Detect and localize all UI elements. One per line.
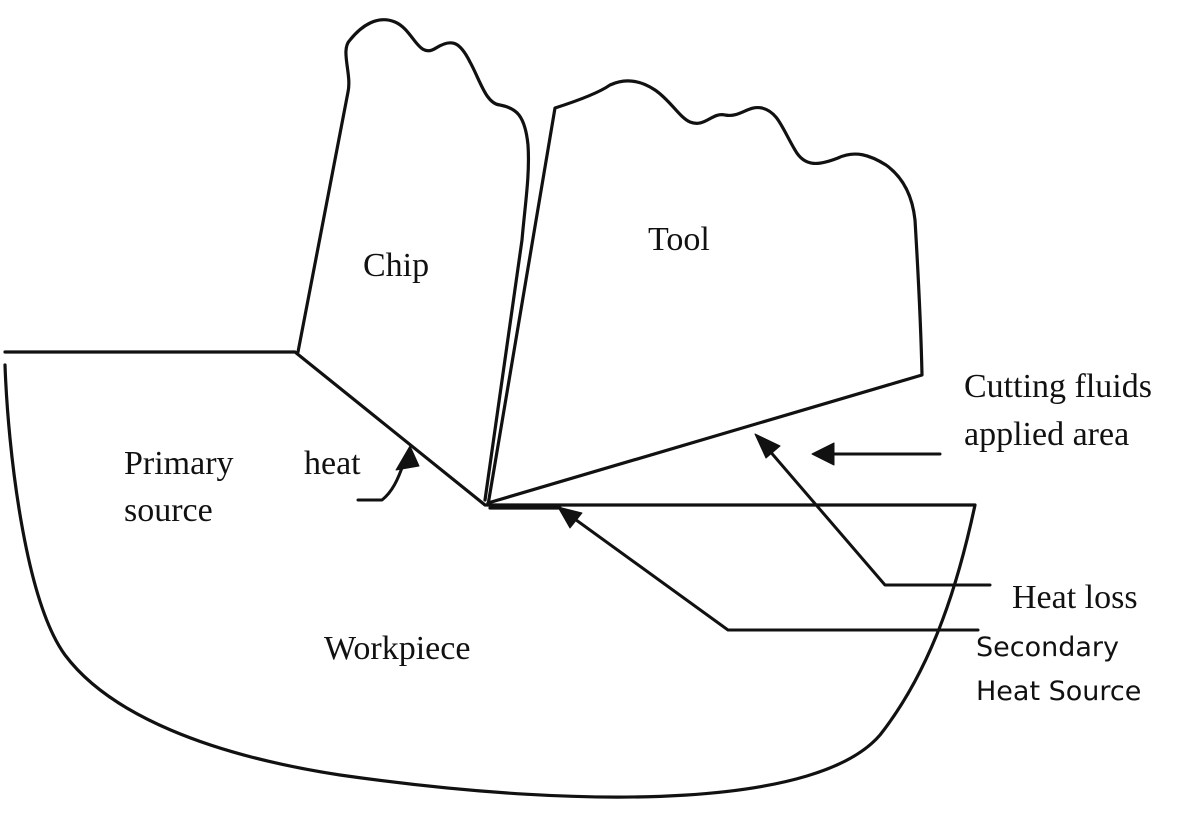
workpiece-outline	[3, 350, 977, 799]
heat-loss-arrow-line	[766, 447, 992, 587]
secondary-heat-source-label-line2: Heat Source	[976, 676, 1141, 707]
chip-outline	[296, 18, 531, 502]
heat-label: heat	[304, 445, 361, 482]
tool-label: Tool	[648, 221, 710, 258]
secondary-heat-arrow-head	[557, 506, 583, 529]
tool-outline	[486, 79, 924, 507]
workpiece-label: Workpiece	[324, 630, 470, 667]
cutting-fluids-label-line2: applied area	[964, 416, 1129, 453]
heat-loss-label: Heat loss	[1012, 579, 1138, 616]
primary-source-label-line2: source	[124, 492, 213, 529]
primary-heat-arrow-head	[395, 445, 420, 471]
cutting-fluids-label-line1: Cutting fluids	[964, 368, 1152, 405]
cutting-fluids-arrow-head	[811, 442, 835, 466]
chip-label: Chip	[363, 247, 429, 284]
heat-loss-arrow-head	[754, 433, 781, 459]
primary-source-label-line1: Primary	[124, 445, 234, 482]
secondary-heat-arrow-line	[570, 515, 980, 632]
secondary-heat-source-label-line1: Secondary	[976, 632, 1119, 663]
